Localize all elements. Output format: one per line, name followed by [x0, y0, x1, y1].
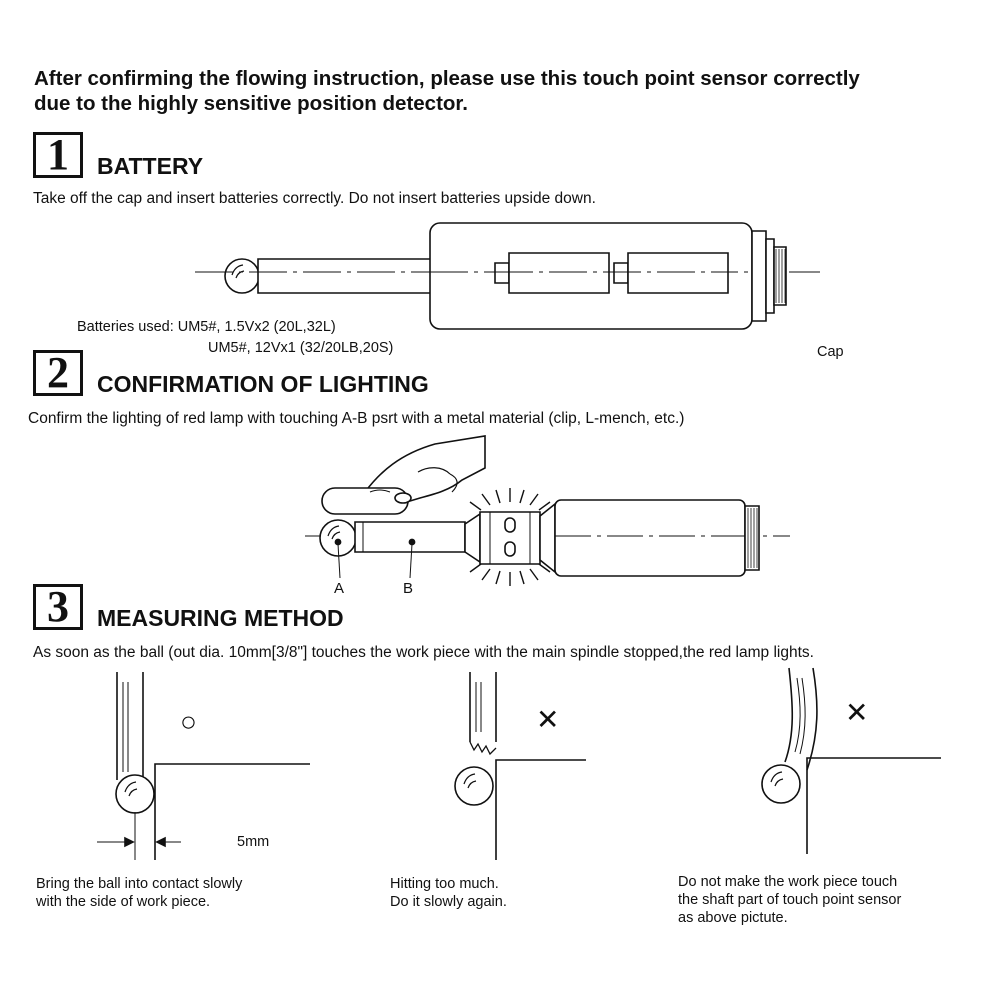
wrong-mark-2-icon: ✕	[845, 697, 869, 728]
label-b: B	[403, 580, 414, 597]
section-2-number: 2	[33, 350, 83, 396]
red-lamp-icon	[480, 512, 540, 564]
panel-3-caption: Do not make the work piece touch the sha…	[678, 873, 993, 927]
panel-3-caption-line-1: Do not make the work piece touch	[678, 874, 898, 890]
panel-1-caption-line-2: with the side of work piece.	[36, 894, 211, 910]
cap-label: Cap	[817, 344, 844, 360]
panel-2-caption-line-2: Do it slowly again.	[390, 894, 507, 910]
panel-2-caption-line-1: Hitting too much.	[390, 876, 499, 892]
wrong-mark-1-icon: ✕	[536, 704, 560, 735]
panel-1-caption: Bring the ball into contact slowly with …	[36, 875, 356, 911]
batteries-used-line-2: UM5#, 12Vx1 (32/20LB,20S)	[208, 340, 394, 356]
work-piece-icon	[807, 758, 941, 854]
section-1-description: Take off the cap and insert batteries co…	[33, 190, 596, 207]
correct-mark-icon: ○	[180, 706, 197, 737]
hand-icon	[322, 436, 485, 514]
light-rays-icon	[470, 488, 550, 586]
intro-line-1: After confirming the flowing instruction…	[34, 67, 860, 90]
section-3-title: MEASURING METHOD	[97, 605, 344, 631]
dimension-5mm: 5mm	[237, 834, 270, 850]
battery-2-icon	[614, 253, 728, 293]
battery-diagram	[190, 215, 830, 335]
panel-3-diagram	[745, 664, 955, 864]
section-1-number: 1	[33, 132, 83, 178]
crash-icon	[470, 742, 496, 754]
panel-3-caption-line-2: the shaft part of touch point sensor	[678, 892, 902, 908]
label-a: A	[334, 580, 345, 597]
section-1-title: BATTERY	[97, 153, 204, 179]
ball-icon	[762, 765, 800, 803]
work-piece-icon	[496, 760, 586, 860]
panel-2-caption: Hitting too much. Do it slowly again.	[390, 875, 650, 911]
panel-2-diagram	[440, 672, 600, 872]
intro-line-2: due to the highly sensitive position det…	[34, 92, 468, 115]
panel-1-diagram	[95, 672, 365, 872]
battery-1-icon	[495, 253, 609, 293]
panel-3-caption-line-3: as above pictute.	[678, 910, 788, 926]
section-2-title: CONFIRMATION OF LIGHTING	[97, 371, 429, 397]
ball-icon	[116, 775, 154, 813]
batteries-used-line-1: Batteries used: UM5#, 1.5Vx2 (20L,32L)	[77, 319, 336, 335]
section-3-description: As soon as the ball (out dia. 10mm[3/8"]…	[33, 644, 814, 661]
work-piece-icon	[155, 764, 310, 860]
panel-1-caption-line-1: Bring the ball into contact slowly	[36, 876, 243, 892]
cap-icon	[752, 231, 786, 321]
ball-tip-icon	[225, 259, 259, 293]
ball-icon	[455, 767, 493, 805]
intro-text: After confirming the flowing instruction…	[34, 66, 984, 116]
lighting-diagram	[300, 432, 800, 602]
section-3-number: 3	[33, 584, 83, 630]
section-2-description: Confirm the lighting of red lamp with to…	[28, 410, 685, 427]
